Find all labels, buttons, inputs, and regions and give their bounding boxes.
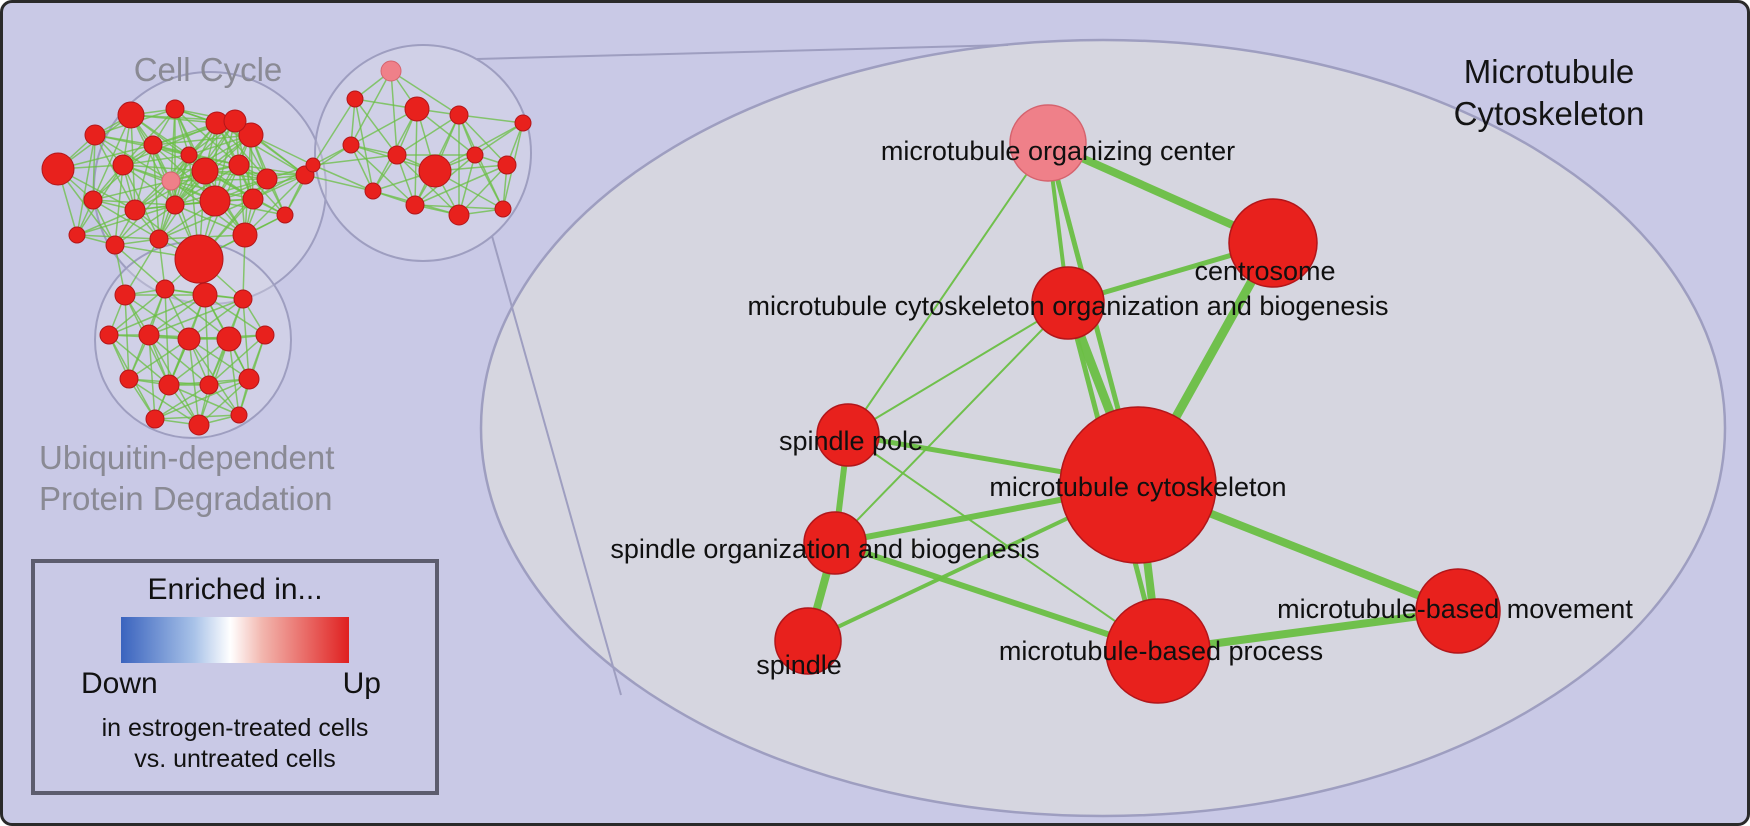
node-centrosome — [1228, 198, 1318, 288]
mini-node — [188, 414, 210, 436]
mini-node — [84, 124, 106, 146]
edge-moc--spindle-pole — [847, 142, 1049, 436]
mini-node — [191, 157, 219, 185]
cluster-label-cell-cycle: Cell Cycle — [133, 51, 283, 88]
legend-up-label: Up — [342, 667, 381, 700]
node-spindle — [774, 607, 842, 675]
legend-subtitle: in estrogen-treated cells vs. untreated … — [101, 714, 369, 773]
mini-node — [305, 157, 321, 173]
mini-node — [158, 374, 180, 396]
mini-node — [177, 327, 201, 351]
node-mco — [1031, 266, 1105, 340]
mini-node — [112, 154, 134, 176]
mini-node — [228, 154, 250, 176]
mini-node — [255, 325, 275, 345]
mini-node — [41, 152, 75, 186]
mini-node — [117, 101, 145, 129]
mini-node — [68, 226, 86, 244]
edge-spindle-org--mt-process — [832, 540, 1161, 654]
mini-node — [405, 195, 425, 215]
mini-node — [165, 99, 185, 119]
mini-node — [230, 406, 248, 424]
mini-node — [233, 289, 253, 309]
mini-node — [448, 204, 470, 226]
legend-endpoint-labels: Down Up — [35, 667, 435, 701]
mini-node — [83, 190, 103, 210]
mini-node — [155, 279, 175, 299]
node-mt-cytoskeleton — [1059, 406, 1217, 564]
mini-node — [466, 146, 484, 164]
node-spindle-pole — [816, 403, 880, 467]
mini-node — [449, 105, 469, 125]
mini-node — [165, 195, 185, 215]
mini-node — [180, 146, 198, 164]
legend-down-label: Down — [81, 667, 158, 700]
detail-nodes — [774, 104, 1501, 704]
mini-node — [199, 375, 219, 395]
mini-node — [174, 234, 224, 284]
mini-node — [238, 122, 264, 148]
mini-node — [387, 145, 407, 165]
mini-node — [99, 325, 119, 345]
detail-title: Microtubule Cytoskeleton — [1453, 53, 1645, 132]
legend-title: Enriched in... — [147, 573, 323, 606]
mini-node — [242, 188, 264, 210]
mini-node — [256, 168, 278, 190]
mini-node — [192, 282, 218, 308]
mini-node — [342, 136, 360, 154]
edge-spindle-pole--mt-process — [847, 434, 1159, 652]
mini-node — [199, 185, 231, 217]
mini-node — [216, 326, 242, 352]
mini-node — [346, 90, 364, 108]
mini-node — [145, 409, 165, 429]
mini-node — [232, 222, 258, 248]
mini-node — [497, 155, 517, 175]
network-svg — [41, 38, 1727, 818]
edge-mco--spindle-pole — [847, 302, 1069, 436]
node-spindle-org — [803, 511, 867, 575]
node-moc — [1009, 104, 1087, 182]
node-mt-movement — [1415, 568, 1501, 654]
legend: Enriched in... Down Up in estrogen-treat… — [31, 559, 439, 795]
mini-node — [514, 114, 532, 132]
overview-nodes — [41, 60, 532, 436]
mini-node — [276, 206, 294, 224]
mini-node — [143, 135, 163, 155]
mini-node — [138, 324, 160, 346]
mini-node — [119, 369, 139, 389]
node-mt-process — [1105, 598, 1211, 704]
mini-node — [223, 109, 247, 133]
mini-node — [105, 235, 125, 255]
mini-node — [380, 60, 402, 82]
cluster-label-ubiquitin: Ubiquitin-dependent Protein Degradation — [39, 439, 335, 517]
mini-node — [238, 368, 260, 390]
zoom-connector-line — [476, 44, 1009, 60]
mini-node — [364, 182, 382, 200]
mini-node — [404, 96, 430, 122]
cluster-circle-microtubule-mini — [314, 44, 532, 262]
mini-node — [124, 199, 146, 221]
mini-node — [494, 200, 512, 218]
mini-node — [114, 284, 136, 306]
legend-gradient-bar — [121, 617, 349, 663]
zoom-connector-line — [491, 235, 622, 696]
mini-node — [418, 154, 452, 188]
mini-node — [149, 229, 169, 249]
mini-node — [161, 171, 181, 191]
edge-mco--spindle-org — [834, 302, 1069, 544]
